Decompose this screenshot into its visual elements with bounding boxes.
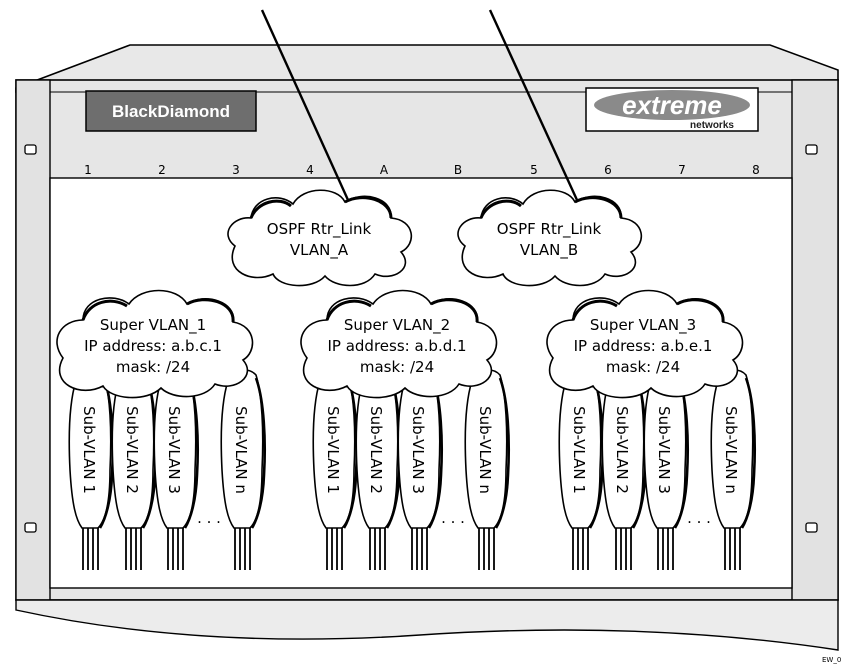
slot-label: 5 xyxy=(530,163,538,177)
extreme-networks-logo: extreme networks xyxy=(585,87,759,132)
super-vlan-cloud: Super VLAN_1 IP address: a.b.c.1 mask: /24 xyxy=(56,289,254,399)
mount-hole-bottom-left xyxy=(24,522,37,533)
slot-labels: 1 2 3 4 A B 5 6 7 8 xyxy=(84,163,760,177)
sub-vlan-ellipsis: . . . xyxy=(687,509,711,527)
sub-vlan-pod: Sub-VLAN 1 xyxy=(312,368,359,570)
slot-label: 2 xyxy=(158,163,166,177)
super-vlan-groups: Sub-VLAN 1 Sub-VLAN 2 Sub-VLAN 3 Sub-VLAN n… xyxy=(56,289,757,570)
svg-text:extreme: extreme xyxy=(622,90,722,120)
sub-vlan-label: Sub-VLAN 3 xyxy=(655,406,673,494)
router-link-cloud-b: OSPF Rtr_Link VLAN_B xyxy=(457,189,643,287)
sub-vlan-label: Sub-VLAN n xyxy=(232,406,250,494)
router-link-b-line1: OSPF Rtr_Link xyxy=(497,220,602,239)
sub-vlan-pod: Sub-VLAN 3 xyxy=(643,368,690,570)
sub-vlan-pod: Sub-VLAN n xyxy=(710,368,757,570)
sub-vlan-ellipsis: . . . xyxy=(441,509,465,527)
slot-label: 1 xyxy=(84,163,92,177)
sub-vlan-label: Sub-VLAN 1 xyxy=(324,406,342,494)
slot-label: 6 xyxy=(604,163,612,177)
super-vlan-ip: IP address: a.b.c.1 xyxy=(84,337,222,355)
figure-code: EW_0 xyxy=(822,656,841,664)
sub-vlan-label: Sub-VLAN 1 xyxy=(80,406,98,494)
router-link-a-line2: VLAN_A xyxy=(290,241,349,260)
super-vlan-group-2: Sub-VLAN 1 Sub-VLAN 2 Sub-VLAN 3 Sub-VLAN n… xyxy=(300,289,511,570)
slot-label: 7 xyxy=(678,163,686,177)
sub-vlan-pod: Sub-VLAN 2 xyxy=(355,368,402,570)
sub-vlan-label: Sub-VLAN 1 xyxy=(570,406,588,494)
super-vlan-mask: mask: /24 xyxy=(360,358,434,376)
sub-vlan-label: Sub-VLAN n xyxy=(476,406,494,494)
super-vlan-group-3: Sub-VLAN 1 Sub-VLAN 2 Sub-VLAN 3 Sub-VLAN n… xyxy=(546,289,757,570)
sub-vlan-pod: Sub-VLAN 1 xyxy=(558,368,605,570)
super-vlan-group-1: Sub-VLAN 1 Sub-VLAN 2 Sub-VLAN 3 Sub-VLAN n… xyxy=(56,289,267,570)
uplink-line-b xyxy=(488,9,579,201)
super-vlan-mask: mask: /24 xyxy=(606,358,680,376)
super-vlan-ip: IP address: a.b.d.1 xyxy=(327,337,466,355)
sub-vlan-ellipsis: . . . xyxy=(197,509,221,527)
slot-label: 8 xyxy=(752,163,760,177)
super-vlan-mask: mask: /24 xyxy=(116,358,190,376)
blackdiamond-logo: BlackDiamond xyxy=(85,90,257,132)
sub-vlan-label: Sub-VLAN 2 xyxy=(123,406,141,494)
super-vlan-name: Super VLAN_2 xyxy=(344,316,450,335)
router-link-cloud-a: OSPF Rtr_Link VLAN_A xyxy=(227,189,413,287)
sub-vlan-pod: Sub-VLAN 2 xyxy=(111,368,158,570)
slot-label: B xyxy=(454,163,462,177)
slot-label: 3 xyxy=(232,163,240,177)
super-vlan-cloud: Super VLAN_2 IP address: a.b.d.1 mask: /24 xyxy=(300,289,498,399)
super-vlan-name: Super VLAN_1 xyxy=(100,316,206,335)
super-vlan-name: Super VLAN_3 xyxy=(590,316,696,335)
router-link-a-line1: OSPF Rtr_Link xyxy=(267,220,372,239)
mount-hole-top-left xyxy=(24,144,37,155)
sub-vlan-pod: Sub-VLAN n xyxy=(220,368,267,570)
sub-vlan-label: Sub-VLAN 3 xyxy=(165,406,183,494)
sub-vlan-label: Sub-VLAN n xyxy=(722,406,740,494)
svg-text:networks: networks xyxy=(690,120,734,131)
sub-vlan-label: Sub-VLAN 2 xyxy=(367,406,385,494)
super-vlan-ip: IP address: a.b.e.1 xyxy=(574,337,713,355)
sub-vlan-label: Sub-VLAN 2 xyxy=(613,406,631,494)
sub-vlan-pod: Sub-VLAN 3 xyxy=(397,368,444,570)
mount-hole-bottom-right xyxy=(805,522,818,533)
svg-text:BlackDiamond: BlackDiamond xyxy=(112,102,230,121)
mount-hole-top-right xyxy=(805,144,818,155)
slot-label: 4 xyxy=(306,163,314,177)
sub-vlan-label: Sub-VLAN 3 xyxy=(409,406,427,494)
super-vlan-cloud: Super VLAN_3 IP address: a.b.e.1 mask: /24 xyxy=(546,289,744,399)
router-link-b-line2: VLAN_B xyxy=(520,241,578,260)
sub-vlan-pod: Sub-VLAN n xyxy=(464,368,511,570)
uplink-line-a xyxy=(260,9,350,201)
slot-label: A xyxy=(380,163,389,177)
